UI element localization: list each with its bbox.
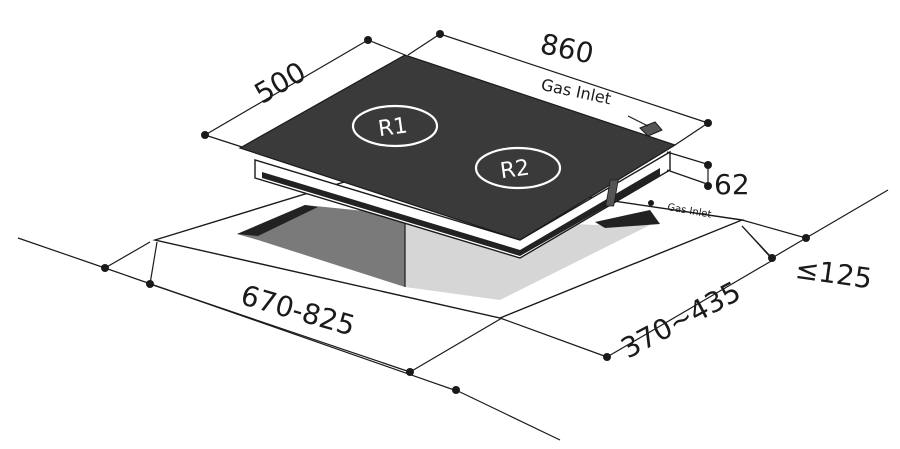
burner-r2-label: R2 <box>499 156 531 185</box>
dim-height: 62 <box>666 151 750 201</box>
burner-r1 <box>351 104 439 148</box>
dim-cutout-depth-label: 370~435 <box>615 275 746 365</box>
burner-r1-label: R1 <box>377 113 409 142</box>
dim-cutout-width-label: 670-825 <box>237 279 359 343</box>
dim-depth-label: 500 <box>249 55 312 110</box>
cutout-rim <box>237 205 318 236</box>
gas-inlet-pipe <box>605 179 619 207</box>
dim-clearance-label: ≤125 <box>793 252 874 295</box>
dim-clearance: ≤125 <box>741 189 889 295</box>
cutout-rim-right <box>595 210 660 228</box>
dim-width-label: 860 <box>537 27 596 70</box>
burner-r2 <box>474 146 562 190</box>
gas-inlet-fitting <box>639 121 663 137</box>
dim-height-label: 62 <box>714 168 750 201</box>
